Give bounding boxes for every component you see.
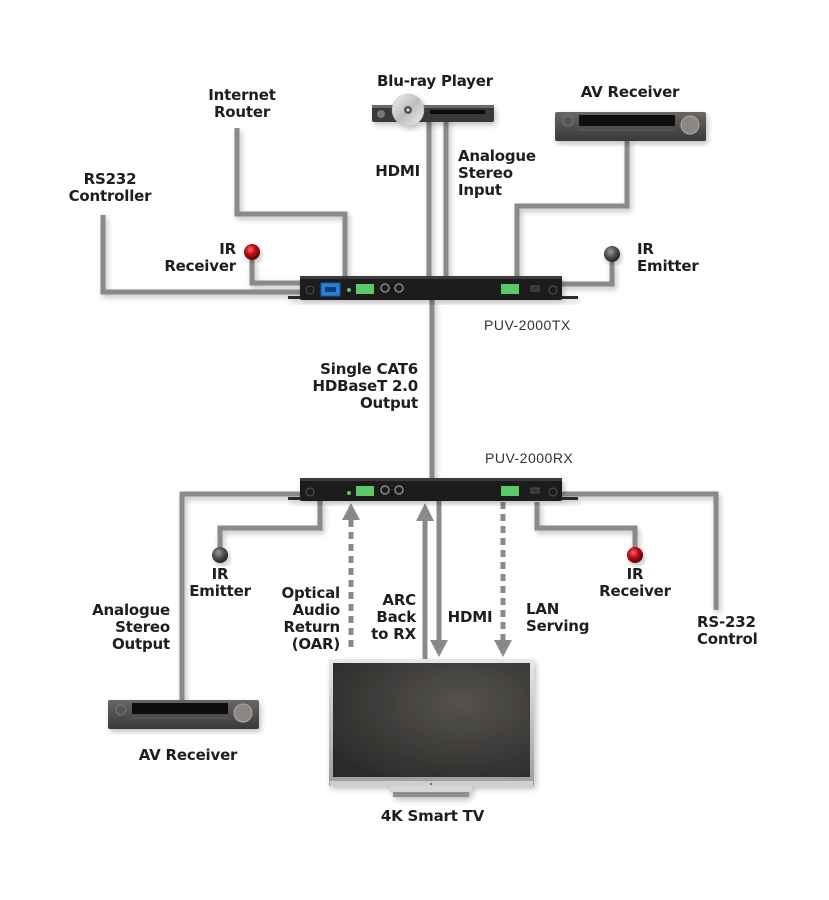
rs232-controller-label: RS232 Controller xyxy=(68,170,152,205)
puv-2000tx-device xyxy=(288,276,578,300)
av-receiver-top-label: AV Receiver xyxy=(580,83,680,101)
arrow-arc-head xyxy=(416,503,434,521)
ir-emitter-tx-label: IR Emitter xyxy=(637,240,699,275)
lan-serving-label: LAN Serving xyxy=(526,600,590,635)
ir-receiver-rx-icon xyxy=(627,547,643,563)
ir-receiver-tx-label: IR Receiver xyxy=(164,240,236,275)
cat6-label: Single CAT6 HDBaseT 2.0 Output xyxy=(312,360,419,412)
signal-arrows xyxy=(342,500,512,660)
terminal-block-icon xyxy=(501,284,519,294)
terminal-block-icon xyxy=(356,284,374,294)
led-icon xyxy=(347,491,351,495)
wire-ir-emitter-tx xyxy=(560,262,615,287)
wires-rx xyxy=(179,491,719,705)
av-receiver-top-device xyxy=(555,112,706,141)
terminal-block-icon xyxy=(356,486,374,496)
ir-receiver-rx-label: IR Receiver xyxy=(599,565,671,600)
led-icon xyxy=(347,288,351,292)
optical-audio-return-label: Optical Audio Return (OAR) xyxy=(281,584,340,653)
hdmi-bottom-label: HDMI xyxy=(447,608,493,626)
ir-emitter-tx-icon xyxy=(604,246,620,262)
ir-emitter-rx-label: IR Emitter xyxy=(189,565,251,600)
rs232-control-label: RS-232 Control xyxy=(697,613,758,648)
ir-receiver-tx-icon xyxy=(244,244,260,260)
av-receiver-bottom-device xyxy=(108,700,259,729)
tv-device xyxy=(329,659,534,797)
bluray-player-label: Blu-ray Player xyxy=(377,72,493,90)
tx-model-label: PUV-2000TX xyxy=(484,317,571,333)
arrow-hdmi-head xyxy=(430,640,448,657)
terminal-block-icon xyxy=(501,486,519,496)
arrow-lan-head xyxy=(494,640,512,657)
rx-model-label: PUV-2000RX xyxy=(485,450,574,466)
wire-av-receiver-top xyxy=(514,140,630,278)
wire-ir-emitter-rx xyxy=(217,500,323,548)
wire-ir-receiver-tx xyxy=(249,260,305,286)
wire-rs232-control xyxy=(560,491,719,610)
wire-analogue-output xyxy=(179,491,300,705)
bluray-player-device xyxy=(372,93,494,127)
internet-router-label: Internet Router xyxy=(208,86,276,121)
tv-label: 4K Smart TV xyxy=(380,807,485,825)
ir-emitter-rx-icon xyxy=(212,547,228,563)
puv-2000rx-device xyxy=(288,478,578,501)
hdmi-top-label: HDMI xyxy=(375,162,420,180)
av-receiver-bottom-label: AV Receiver xyxy=(138,746,238,764)
analogue-stereo-input-label: Analogue Stereo Input xyxy=(458,147,536,199)
wire-internet-router xyxy=(234,128,348,285)
arrow-oar-head xyxy=(342,503,360,520)
analogue-stereo-output-label: Analogue Stereo Output xyxy=(92,601,170,653)
wires-tx xyxy=(100,118,630,482)
arc-back-label: ARC Back to RX xyxy=(371,591,416,643)
wire-rs232-controller xyxy=(100,215,305,295)
wire-ir-receiver-rx xyxy=(534,502,638,548)
